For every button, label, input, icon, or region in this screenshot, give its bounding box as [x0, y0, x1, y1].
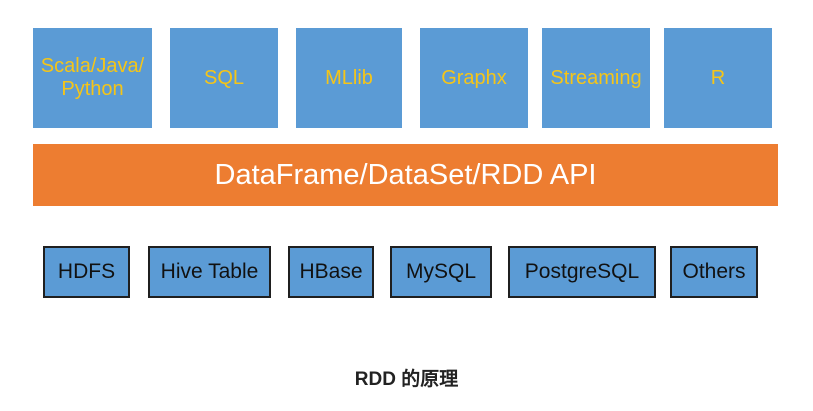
source-box-mysql: MySQL	[390, 246, 492, 298]
figure-caption: RDD 的原理	[354, 369, 459, 390]
top-box-streaming: Streaming	[542, 28, 650, 128]
top-box-scala-java-python: Scala/Java/ Python	[33, 28, 152, 128]
top-box-graphx: Graphx	[420, 28, 528, 128]
api-layer-bar: DataFrame/DataSet/RDD API	[33, 144, 778, 206]
source-box-hdfs: HDFS	[43, 246, 130, 298]
source-box-hbase: HBase	[288, 246, 374, 298]
source-box-hive-table: Hive Table	[148, 246, 271, 298]
source-box-postgresql: PostgreSQL	[508, 246, 656, 298]
top-box-r: R	[664, 28, 772, 128]
top-box-mllib: MLlib	[296, 28, 402, 128]
source-box-others: Others	[670, 246, 758, 298]
top-box-sql: SQL	[170, 28, 278, 128]
